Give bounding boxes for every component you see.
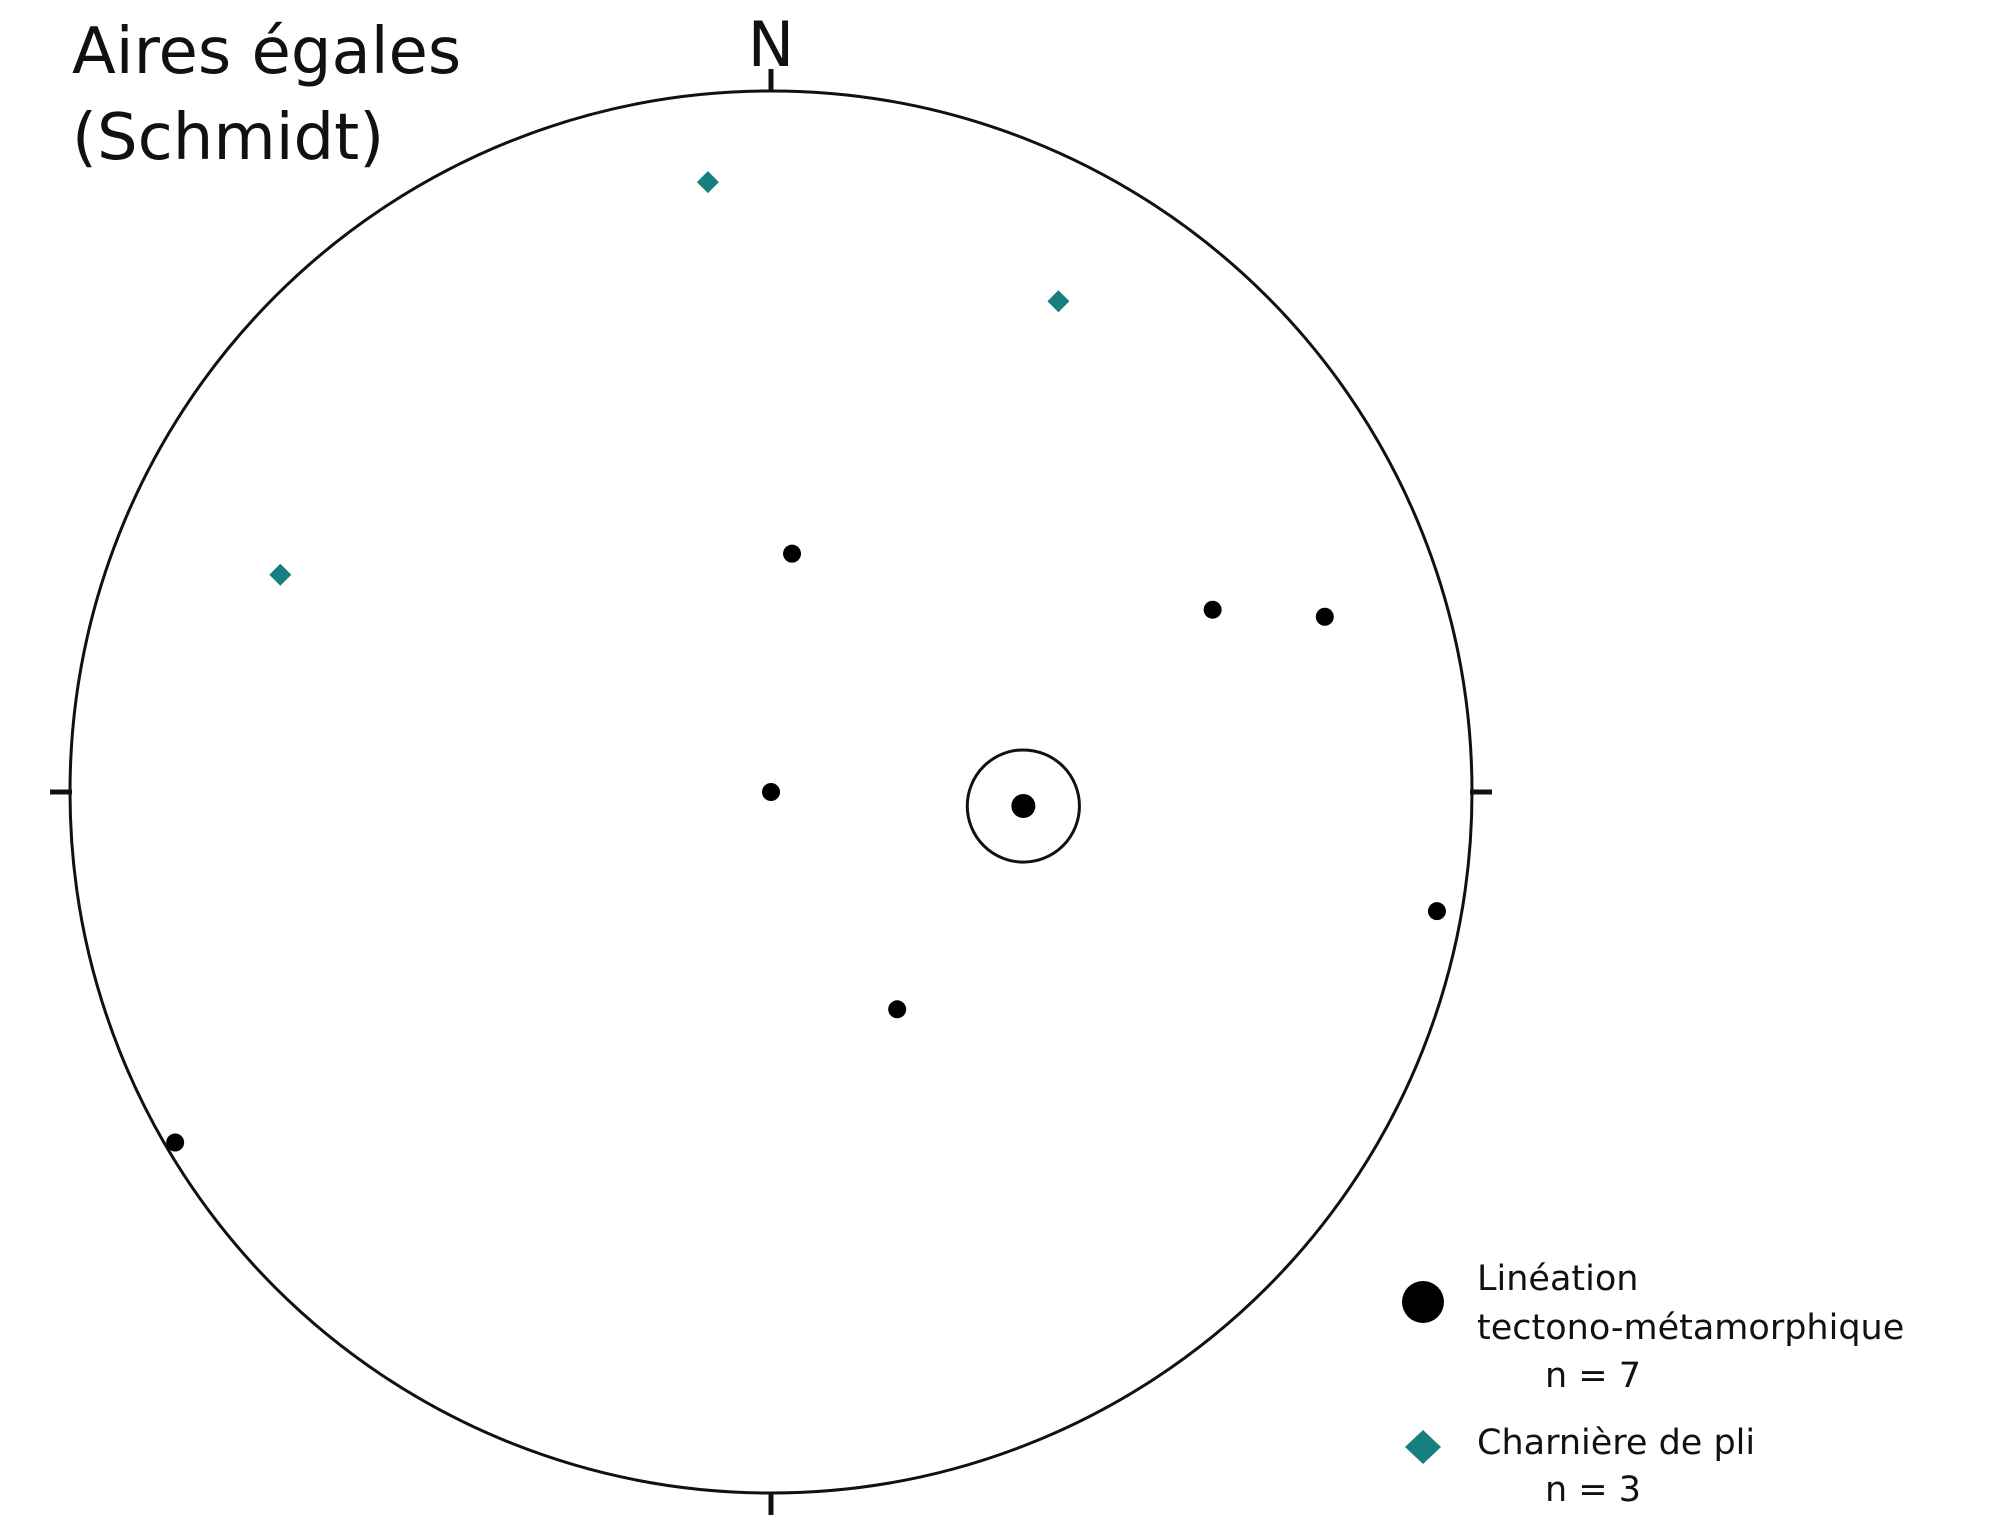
lineation-point-2	[1203, 600, 1222, 619]
lineation-point-8	[166, 1133, 185, 1152]
fold-hinge-series	[269, 171, 1070, 586]
lineation-point-6	[1427, 902, 1446, 921]
legend-lineation-label-1: Linéation	[1477, 1259, 1639, 1299]
legend-lineation-count: n = 7	[1545, 1356, 1642, 1396]
lineation-point-3	[1315, 607, 1334, 626]
mean-confidence-cone	[965, 748, 1081, 864]
fold-hinge-point-3	[269, 563, 292, 586]
lineation-point-7	[888, 1000, 907, 1019]
north-label: N	[747, 8, 795, 81]
legend-lineation-marker	[1402, 1281, 1444, 1323]
mean-lineation-point	[1011, 794, 1036, 819]
legend-fold-hinge-label: Charnière de pli	[1477, 1423, 1756, 1463]
lineation-point-1	[783, 544, 802, 563]
fold-hinge-point-1	[696, 171, 719, 194]
legend-lineation-label-2: tectono-métamorphique	[1477, 1308, 1905, 1348]
legend-fold-hinge-marker	[1405, 1430, 1441, 1464]
diagram-title-line-1: Aires égales	[72, 15, 462, 89]
lineation-point-4	[762, 783, 780, 801]
diagram-title-line-2: (Schmidt)	[72, 101, 385, 175]
legend-fold-hinge-count: n = 3	[1545, 1470, 1642, 1510]
lineation-series	[166, 544, 1446, 1152]
fold-hinge-point-2	[1047, 290, 1070, 313]
